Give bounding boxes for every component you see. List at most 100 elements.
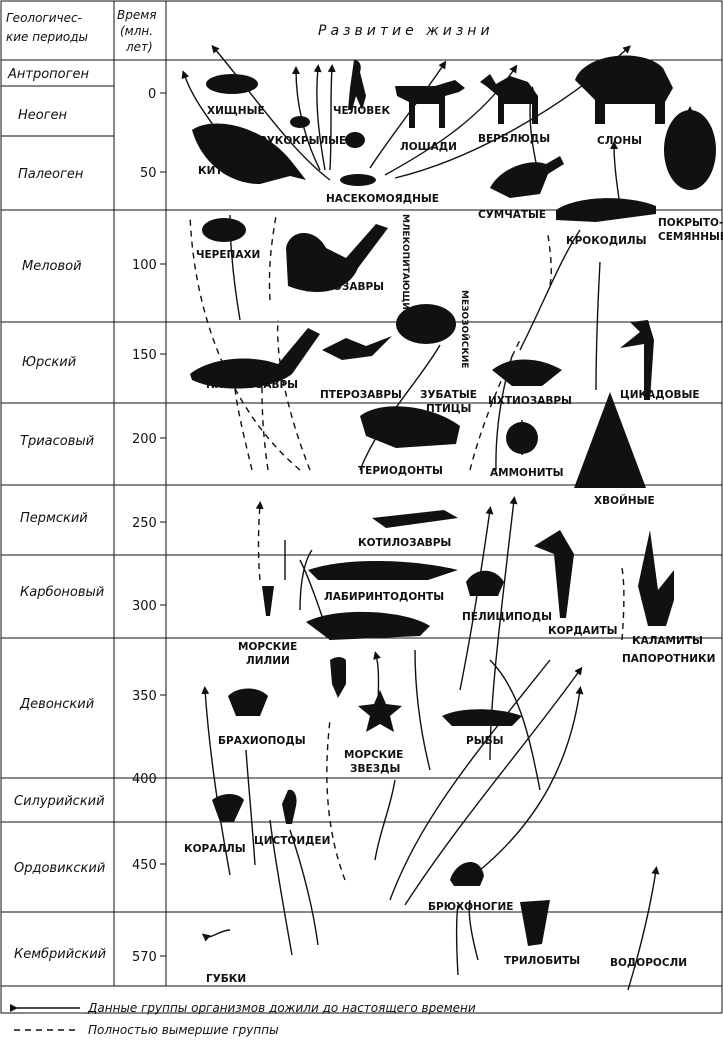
label-mammals-vertical: МЛЕКОПИТАЮЩИЕ <box>400 214 410 316</box>
tick-450: 450 <box>132 858 157 873</box>
ichthyosaur-silhouette <box>492 359 562 386</box>
label-fish: РЫБЫ <box>466 735 503 747</box>
label-algae: ВОДОРОСЛИ <box>610 957 687 969</box>
label-human: ЧЕЛОВЕК <box>333 105 390 117</box>
label-ferns: ПАПОРОТНИКИ <box>622 653 715 665</box>
pelecypod-silhouette <box>466 571 504 596</box>
header-time-line1: Время <box>117 8 157 22</box>
period-anthropogen: Антропоген <box>7 67 89 82</box>
label-horses: ЛОШАДИ <box>400 141 457 153</box>
organism-labels: ХИЩНЫЕ ЧЕЛОВЕК РУКОКРЫЛЫЕ ЛОШАДИ ВЕРБЛЮД… <box>184 105 723 985</box>
line-crocodiles <box>614 145 620 205</box>
horse-silhouette <box>395 80 465 128</box>
camel-silhouette <box>480 74 538 124</box>
label-brachiopods: БРАХИОПОДЫ <box>218 735 306 747</box>
label-sponges: ГУБКИ <box>206 973 246 985</box>
label-calamites: КАЛАМИТЫ <box>632 635 703 647</box>
line-cycads <box>596 262 600 390</box>
line-human <box>330 68 332 170</box>
calamite-silhouette <box>638 530 674 626</box>
label-ammonites: АММОНИТЫ <box>490 467 564 479</box>
label-camels: ВЕРБЛЮДЫ <box>478 133 550 145</box>
period-carboniferous: Карбоновый <box>20 585 104 600</box>
period-devonian: Девонский <box>19 697 94 712</box>
line-fish-a <box>415 650 430 770</box>
kangaroo-silhouette <box>490 156 564 198</box>
tick-200: 200 <box>132 432 157 447</box>
label-cotylosaurs: КОТИЛОЗАВРЫ <box>358 537 451 549</box>
crinoid-silhouette <box>262 586 274 616</box>
line-dash-b <box>262 385 268 470</box>
shark-silhouette <box>306 612 430 640</box>
header-periods-line2: кие периоды <box>6 30 88 44</box>
tick-100: 100 <box>132 258 157 273</box>
label-elephants: СЛОНЫ <box>597 135 642 147</box>
line-pelecypod-a <box>460 510 490 690</box>
header-time-line3: лет) <box>125 40 153 54</box>
line-primates <box>317 68 325 170</box>
line-dinosaurs-dash <box>269 216 276 300</box>
line-p <box>375 780 395 860</box>
label-insectivores: НАСЕКОМОЯДНЫЕ <box>326 193 439 205</box>
label-predators: ХИЩНЫЕ <box>207 105 265 117</box>
label-cordaites: КОРДАИТЫ <box>548 625 618 637</box>
label-toothed-birds-1: ЗУБАТЫЕ <box>420 389 477 401</box>
legend-solid-text: Данные группы организмов дожили до насто… <box>87 1001 476 1015</box>
period-triassic: Триасовый <box>20 434 94 449</box>
period-permian: Пермский <box>20 511 88 526</box>
cycad-silhouette <box>620 320 654 400</box>
label-pterosaurs: ПТЕРОЗАВРЫ <box>320 389 402 401</box>
ammonite-silhouette <box>506 422 538 454</box>
angiosperm-tree <box>664 110 716 190</box>
period-labels: Антропоген Неоген Палеоген Меловой Юрски… <box>7 67 106 962</box>
chart-title: Развитие жизни <box>318 23 494 39</box>
label-bats: РУКОКРЫЛЫЕ <box>259 135 346 147</box>
bat-silhouette <box>290 116 310 128</box>
label-angiosperms-1: ПОКРЫТО- <box>658 217 723 229</box>
header-time-line2: (млн. <box>120 24 153 38</box>
legend: Данные группы организмов дожили до насто… <box>14 1001 476 1037</box>
stalk-silhouette <box>330 657 346 698</box>
line-lab-b <box>300 550 312 610</box>
period-jurassic: Юрский <box>22 355 76 370</box>
period-ordovician: Ордовикский <box>14 861 105 876</box>
label-marsupials: СУМЧАТЫЕ <box>478 209 546 221</box>
period-cambrian: Кембрийский <box>14 947 106 962</box>
label-crocodiles: КРОКОДИЛЫ <box>566 235 646 247</box>
tick-570: 570 <box>132 950 157 965</box>
label-cystoids: ЦИСТОИДЕИ <box>254 835 330 847</box>
insectivore-silhouette <box>340 174 376 186</box>
label-conifers: ХВОЙНЫЕ <box>594 494 655 507</box>
line-cystoid-dash <box>327 720 345 880</box>
labyrinthodont-silhouette <box>308 561 458 580</box>
line-croc-dash <box>548 235 551 285</box>
cordaites-silhouette <box>534 530 574 618</box>
label-labyrinthodonts: ЛАБИРИНТОДОНТЫ <box>324 591 444 603</box>
line-sponge <box>205 930 230 937</box>
elephant-silhouette <box>575 56 673 125</box>
label-angiosperms-2: СЕМЯННЫЕ <box>658 231 723 243</box>
crocodile-silhouette <box>556 198 656 222</box>
line-o <box>290 830 318 945</box>
label-gastropods: БРЮХОНОГИЕ <box>428 901 513 913</box>
period-neogen: Неоген <box>18 108 68 123</box>
tick-0: 0 <box>148 87 156 102</box>
legend-dashed-text: Полностью вымершие группы <box>88 1023 279 1037</box>
label-sea-lilies-2: ЛИЛИИ <box>246 655 290 667</box>
tick-300: 300 <box>132 599 157 614</box>
label-corals: КОРАЛЛЫ <box>184 843 246 855</box>
label-sea-lilies-1: МОРСКИЕ <box>238 641 297 653</box>
label-therodonts: ТЕРИОДОНТЫ <box>358 465 443 477</box>
period-silurian: Силурийский <box>14 794 105 809</box>
line-algae <box>628 870 656 990</box>
label-starfish-1: МОРСКИЕ <box>344 749 403 761</box>
label-mesozoic-vertical: МЕЗОЗОЙСКИЕ <box>459 290 471 368</box>
label-whales: КИТЫ <box>198 165 233 177</box>
line-q <box>457 905 459 975</box>
label-turtles: ЧЕРЕПАХИ <box>196 249 260 261</box>
label-pelecypods: ПЕЛИЦИПОДЫ <box>462 611 552 623</box>
label-cycads: ЦИКАДОВЫЕ <box>620 389 700 401</box>
turtle-silhouette <box>202 218 246 242</box>
fish-silhouette <box>442 709 522 726</box>
tick-150: 150 <box>132 348 157 363</box>
